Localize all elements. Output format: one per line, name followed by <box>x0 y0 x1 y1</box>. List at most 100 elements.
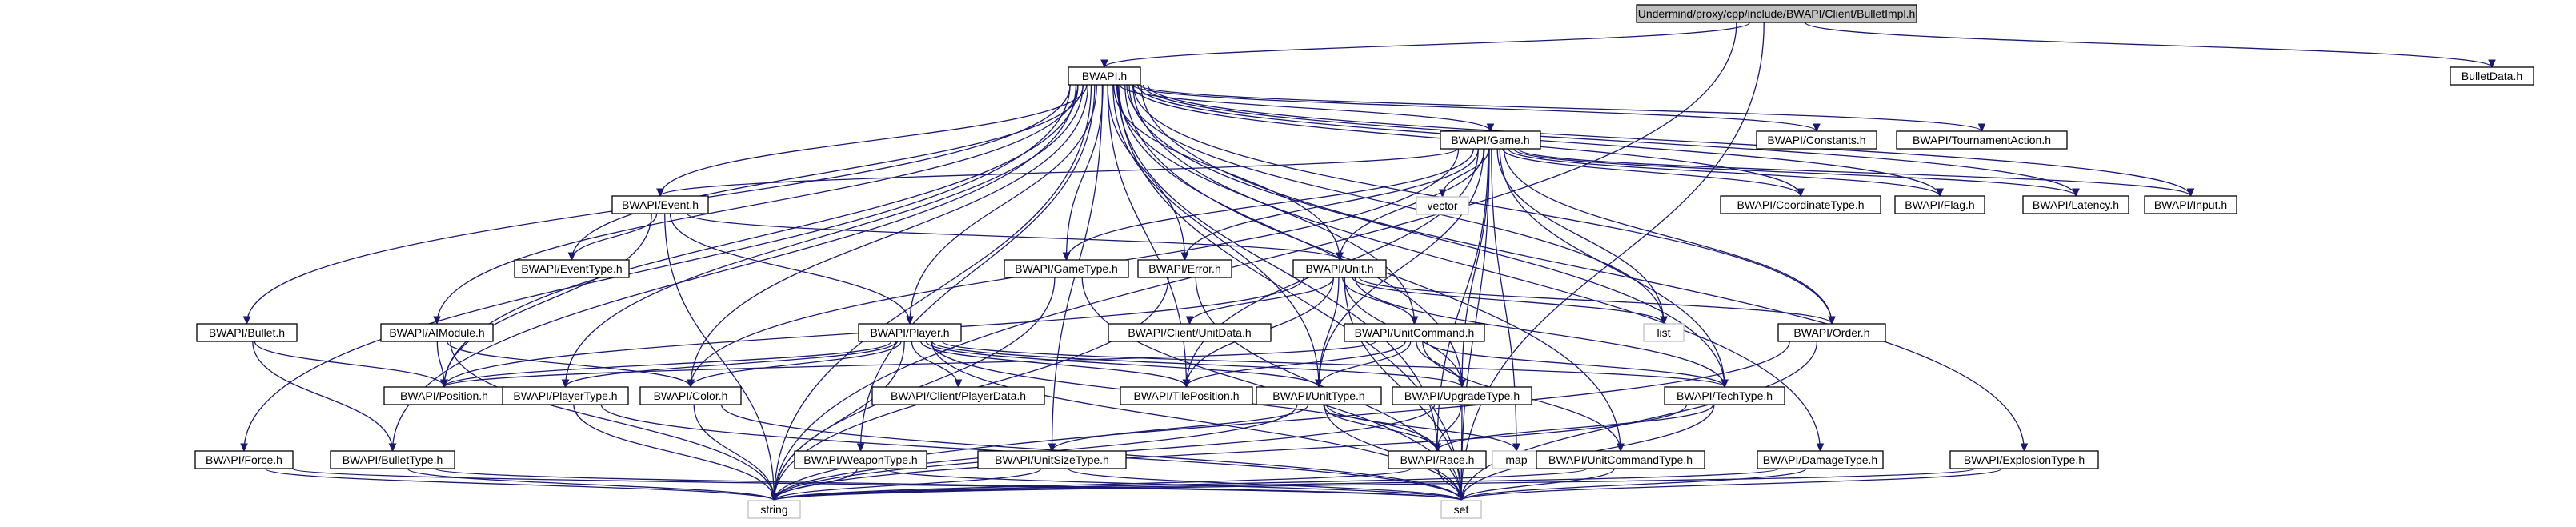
edge-player-to-unittype <box>925 341 1320 388</box>
edge-unitcommandtype-to-set <box>1460 468 1615 501</box>
node-bwapi-constants-h[interactable]: BWAPI/Constants.h <box>1756 130 1877 150</box>
edge-player-to-string <box>773 341 905 501</box>
edge-arrowhead <box>440 379 448 389</box>
node-box <box>1894 195 1985 214</box>
node-label: BWAPI/CoordinateType.h <box>1737 198 1864 211</box>
node-bwapi-unittype-h[interactable]: BWAPI/UnitType.h <box>1256 386 1382 405</box>
node-bwapi-bullet-h[interactable]: BWAPI/Bullet.h <box>196 323 298 342</box>
edge-arrowhead <box>770 493 779 502</box>
node-label: BulletData.h <box>2462 70 2522 82</box>
edge-bwapi-to-explosiontype <box>1140 84 2025 452</box>
edge-bwapi-to-string <box>773 84 1092 501</box>
node-bwapi-unit-h[interactable]: BWAPI/Unit.h <box>1292 259 1387 278</box>
edge-race-to-string <box>773 468 1412 501</box>
node-box <box>1292 259 1387 278</box>
node-label: BWAPI/Input.h <box>2154 198 2227 211</box>
node-label: BWAPI/TechType.h <box>1677 389 1773 402</box>
edge-unitsizetype-to-string <box>773 468 1042 501</box>
node-bwapi-bullettype-h[interactable]: BWAPI/BulletType.h <box>330 450 455 469</box>
node-bwapi-upgradetype-h[interactable]: BWAPI/UpgradeType.h <box>1392 386 1532 405</box>
node-bwapi-coordinatetype-h[interactable]: BWAPI/CoordinateType.h <box>1720 195 1881 214</box>
edge-arrowhead <box>388 443 397 453</box>
node-label: BWAPI/Force.h <box>206 453 282 466</box>
node-bwapi-player-h[interactable]: BWAPI/Player.h <box>858 323 962 342</box>
node-bwapi-color-h[interactable]: BWAPI/Color.h <box>639 386 742 405</box>
edge-explosiontype-to-string <box>773 468 1975 501</box>
node-label: BWAPI/DamageType.h <box>1763 453 1877 466</box>
node-box <box>1388 450 1487 469</box>
edge-game-to-error <box>1184 148 1479 261</box>
node-bwapi-order-h[interactable]: BWAPI/Order.h <box>1777 323 1886 342</box>
edge-techtype-to-race <box>1436 404 1714 452</box>
edge-bwapi-to-game <box>1119 84 1492 132</box>
node-bwapi-race-h[interactable]: BWAPI/Race.h <box>1388 450 1487 469</box>
node-box <box>794 450 927 469</box>
node-label: BWAPI/Event.h <box>622 198 699 211</box>
node-bwapi-event-h[interactable]: BWAPI/Event.h <box>611 195 709 214</box>
edge-playertype-to-string <box>573 404 775 501</box>
node-bwapi-client-playerdata-h[interactable]: BWAPI/Client/PlayerData.h <box>871 386 1045 405</box>
node-bwapi-game-h[interactable]: BWAPI/Game.h <box>1440 130 1541 150</box>
edge-game-to-event <box>659 148 1458 197</box>
edge-arrowhead <box>2020 443 2029 453</box>
node-vector[interactable]: vector <box>1416 196 1469 215</box>
node-bwapi-damagetype-h[interactable]: BWAPI/DamageType.h <box>1757 450 1884 469</box>
node-label: vector <box>1427 199 1457 212</box>
node-bwapi-playertype-h[interactable]: BWAPI/PlayerType.h <box>502 386 629 405</box>
node-bwapi-input-h[interactable]: BWAPI/Input.h <box>2144 195 2237 214</box>
node-box <box>871 386 1045 405</box>
node-bwapi-h[interactable]: BWAPI.h <box>1068 66 1141 86</box>
node-bwapi-client-unitdata-h[interactable]: BWAPI/Client/UnitData.h <box>1108 323 1272 342</box>
node-bwapi-unitcommand-h[interactable]: BWAPI/UnitCommand.h <box>1344 323 1485 342</box>
node-bwapi-position-h[interactable]: BWAPI/Position.h <box>383 386 505 405</box>
node-bwapi-flag-h[interactable]: BWAPI/Flag.h <box>1894 195 1985 214</box>
node-box <box>858 323 962 342</box>
edge-arrowhead <box>433 316 441 325</box>
node-box <box>611 195 709 214</box>
node-bwapi-tileposition-h[interactable]: BWAPI/TilePosition.h <box>1120 386 1253 405</box>
edge-bwapi-to-tournament <box>1139 84 1983 132</box>
node-undermind-proxy-cpp-include-bwapi-client-bulletimpl-h[interactable]: Undermind/proxy/cpp/include/BWAPI/Client… <box>1636 4 1917 23</box>
edge-arrowhead <box>1315 379 1323 389</box>
node-box <box>1756 130 1877 150</box>
edge-arrowhead <box>1486 123 1495 133</box>
node-bwapi-aimodule-h[interactable]: BWAPI/AIModule.h <box>380 323 494 342</box>
edge-bwapi-to-aimodule <box>436 84 1079 325</box>
nodes-layer: Undermind/proxy/cpp/include/BWAPI/Client… <box>194 4 2534 519</box>
node-set[interactable]: set <box>1440 500 1482 519</box>
node-bwapi-unitsizetype-h[interactable]: BWAPI/UnitSizeType.h <box>977 450 1127 469</box>
edge-bullet-to-position <box>254 341 445 388</box>
node-bwapi-eventtype-h[interactable]: BWAPI/EventType.h <box>514 259 630 278</box>
node-label: BWAPI/TournamentAction.h <box>1913 134 2051 146</box>
edge-arrowhead <box>1458 379 1466 389</box>
node-bwapi-gametype-h[interactable]: BWAPI/GameType.h <box>1004 259 1129 278</box>
node-label: string <box>760 503 787 516</box>
edge-bwapi-to-race <box>1116 84 1438 452</box>
node-bwapi-force-h[interactable]: BWAPI/Force.h <box>194 450 294 469</box>
edge-force-to-string <box>264 468 775 501</box>
node-bulletdata-h[interactable]: BulletData.h <box>2450 66 2534 86</box>
edge-unitcommand-to-position <box>443 341 1376 388</box>
node-label: BWAPI/Constants.h <box>1767 134 1865 146</box>
node-string[interactable]: string <box>747 500 801 519</box>
node-box <box>747 500 801 519</box>
node-bwapi-latency-h[interactable]: BWAPI/Latency.h <box>2022 195 2129 214</box>
node-box <box>1068 66 1141 86</box>
node-bwapi-techtype-h[interactable]: BWAPI/TechType.h <box>1664 386 1785 405</box>
node-label: BWAPI/Client/PlayerData.h <box>891 389 1026 402</box>
edge-explosiontype-to-set <box>1460 468 2003 501</box>
node-label: BWAPI/Client/UnitData.h <box>1128 326 1251 339</box>
node-map[interactable]: map <box>1492 450 1541 469</box>
edge-bwapi-to-input <box>1147 84 2192 197</box>
edge-arrowhead <box>567 252 576 262</box>
node-box <box>1949 450 2099 469</box>
edge-arrowhead <box>856 443 865 453</box>
edge-arrowhead <box>1813 123 1821 133</box>
node-bwapi-weapontype-h[interactable]: BWAPI/WeaponType.h <box>794 450 927 469</box>
node-bwapi-explosiontype-h[interactable]: BWAPI/ExplosionType.h <box>1949 450 2099 469</box>
edge-arrowhead <box>1512 443 1520 453</box>
node-list[interactable]: list <box>1643 323 1685 342</box>
node-bwapi-tournamentaction-h[interactable]: BWAPI/TournamentAction.h <box>1896 130 2068 150</box>
node-bwapi-unitcommandtype-h[interactable]: BWAPI/UnitCommandType.h <box>1536 450 1705 469</box>
node-bwapi-error-h[interactable]: BWAPI/Error.h <box>1137 259 1232 278</box>
